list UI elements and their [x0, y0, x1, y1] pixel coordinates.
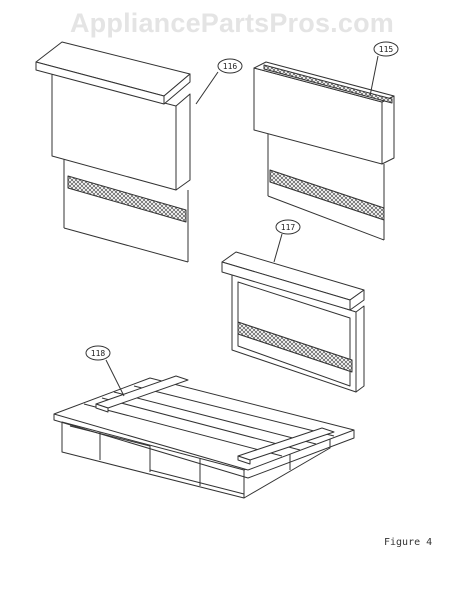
part-117-side — [355, 305, 365, 393]
callout-115-label: 115 — [379, 45, 394, 54]
part-115-lower-frame — [267, 130, 385, 241]
part-117-filter-strip — [237, 321, 353, 373]
figure-label: Figure 4 — [384, 537, 433, 548]
part-116-shelf-side — [163, 73, 191, 105]
part-116-lower-frame — [63, 150, 189, 263]
callout-115 — [369, 41, 399, 97]
callout-117 — [273, 219, 301, 263]
pallet-deck-edge — [53, 414, 355, 479]
watermark-logo: AppliancePartsPros.com — [69, 8, 394, 38]
part-116-panel — [35, 41, 191, 263]
part-115-filter-strip — [269, 169, 385, 221]
part-117-panel — [221, 251, 365, 393]
part-116-filter-strip — [67, 175, 187, 223]
callout-117-label: 117 — [281, 223, 296, 232]
pallet-top-board-front-a — [95, 403, 109, 413]
pallet-block-gaps — [69, 425, 291, 495]
pallet-deck-slats — [83, 385, 335, 457]
part-117-shelf-side — [349, 289, 365, 311]
callout-118-label: 118 — [91, 349, 106, 358]
part-115-side — [381, 95, 395, 165]
callout-116-label: 116 — [223, 62, 238, 71]
pallet-top-board-front-b — [237, 455, 251, 465]
callout-118 — [85, 345, 125, 397]
part-115-bar — [263, 64, 393, 104]
part-115-panel — [253, 61, 395, 241]
part-116-side — [175, 93, 191, 191]
part-118-pallet — [53, 375, 355, 499]
callout-116 — [195, 58, 243, 105]
